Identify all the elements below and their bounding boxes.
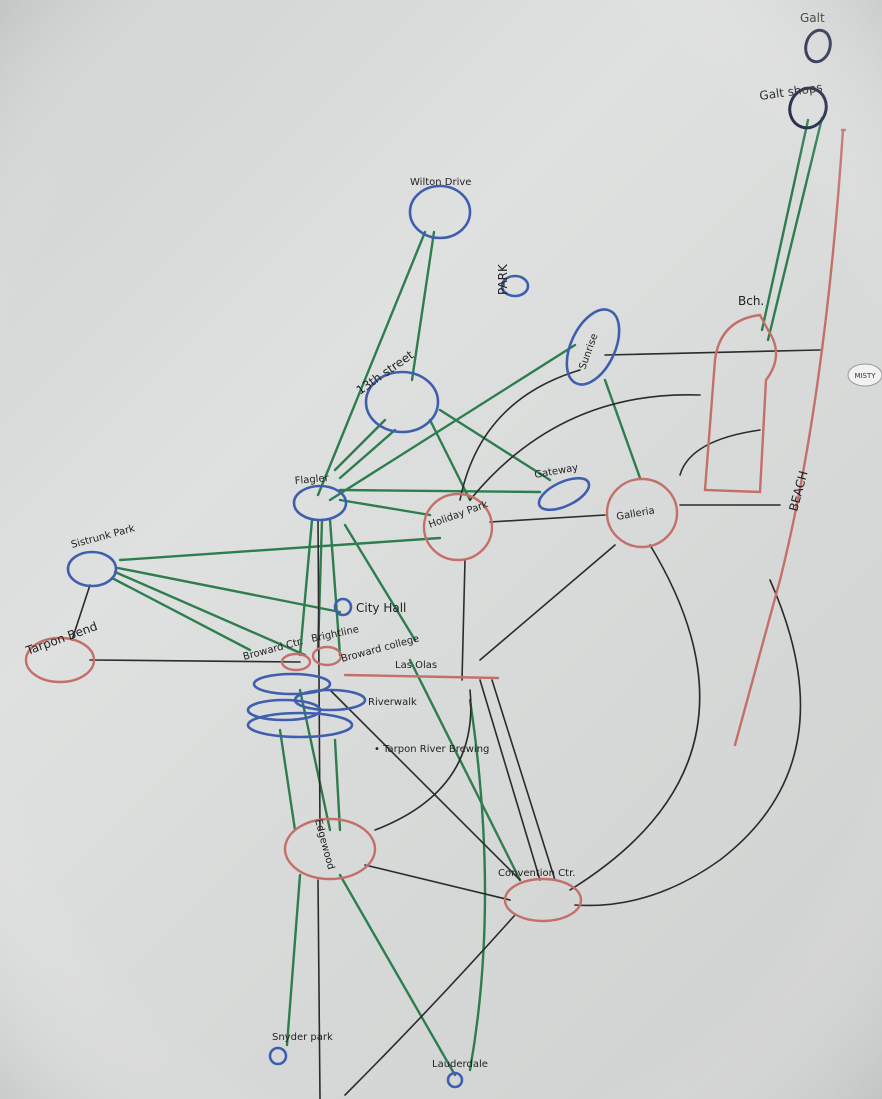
snyder-park-station: [270, 1048, 286, 1064]
route-sistrunk-holiday: [120, 538, 440, 560]
label-tarpon-river-brewing: • Tarpon River Brewing: [374, 744, 489, 755]
route-riverwalk-lauderdale: [470, 700, 485, 1070]
route-tarpon-brightline: [90, 660, 300, 662]
route-convention-south: [345, 915, 515, 1095]
label-riverwalk: Riverwalk: [368, 697, 417, 708]
route-holiday-galleria: [490, 515, 605, 522]
label-holiday-park: Holiday Park: [427, 499, 490, 531]
convention-station: [505, 879, 581, 921]
label-city-hall: City Hall: [356, 601, 406, 615]
label-beach: BEACH: [786, 469, 810, 512]
beach-area: [705, 315, 776, 492]
riverwalk-ellipse-2: [295, 690, 365, 710]
route-galtshops-beach-2: [768, 118, 822, 340]
sticker-label: MISTY: [854, 372, 876, 380]
route-edgewood-convention: [365, 865, 510, 900]
label-flagler: Flagler: [294, 473, 330, 487]
galt-station: [802, 27, 833, 64]
route-sistrunk-brightline-2: [112, 578, 250, 650]
label-galt: Galt: [800, 11, 825, 25]
route-galleria-lasolas: [480, 545, 615, 660]
beach-line: [735, 130, 845, 745]
route-riverwalk-convention-b: [492, 680, 555, 880]
brightline-node: [313, 647, 341, 665]
route-flagler-holiday: [340, 500, 430, 515]
las-olas-bar: [345, 675, 498, 678]
route-brightline-convention: [410, 660, 520, 880]
route-riverwalk-edgewood-3: [335, 740, 340, 830]
route-edgewood-lasolas: [375, 690, 471, 830]
label-edgewood: Edgewood: [312, 818, 336, 871]
label-las-olas: Las Olas: [395, 660, 437, 671]
route-holiday-lasolas: [462, 560, 465, 680]
label-park: PARK: [496, 263, 510, 295]
sistrunk-park-station: [68, 552, 116, 586]
route-galleria-convention: [570, 545, 700, 890]
route-riverwalk-edgewood-1: [280, 730, 295, 830]
label-snyder-park: Snyder park: [272, 1032, 333, 1043]
label-galleria: Galleria: [616, 505, 656, 523]
label-lauderdale: Lauderdale: [432, 1059, 488, 1070]
route-edgewood-lauderdale: [340, 875, 455, 1075]
label-bch: Bch.: [738, 294, 764, 308]
label-sistrunk-park: Sistrunk Park: [70, 523, 136, 551]
label-sunrise: Sunrise: [577, 332, 600, 371]
route-edgewood-south: [318, 880, 320, 1099]
route-sunrise-galleria: [605, 380, 640, 478]
route-holiday-beach: [470, 395, 700, 500]
route-galtshops-beach-1: [762, 120, 808, 330]
green-routes: [112, 118, 822, 1075]
wilton-drive-station: [410, 186, 470, 238]
route-flagler-gateway: [340, 490, 540, 492]
navy-stations: [784, 27, 833, 133]
labels: Galt Galt shops Wilton Drive PARK 13th s…: [23, 11, 825, 1070]
misty-sticker: MISTY: [848, 364, 882, 386]
label-convention-ctr: Convention Ctr.: [498, 868, 575, 879]
label-wilton-drive: Wilton Drive: [410, 177, 471, 188]
route-galleria-connector: [680, 430, 760, 475]
label-tarpon-bend: Tarpon Bend: [23, 619, 99, 658]
riverwalk-ellipse-4: [248, 713, 352, 737]
route-sunrise-beach: [605, 350, 820, 355]
route-edgewood-snyder: [287, 875, 300, 1045]
